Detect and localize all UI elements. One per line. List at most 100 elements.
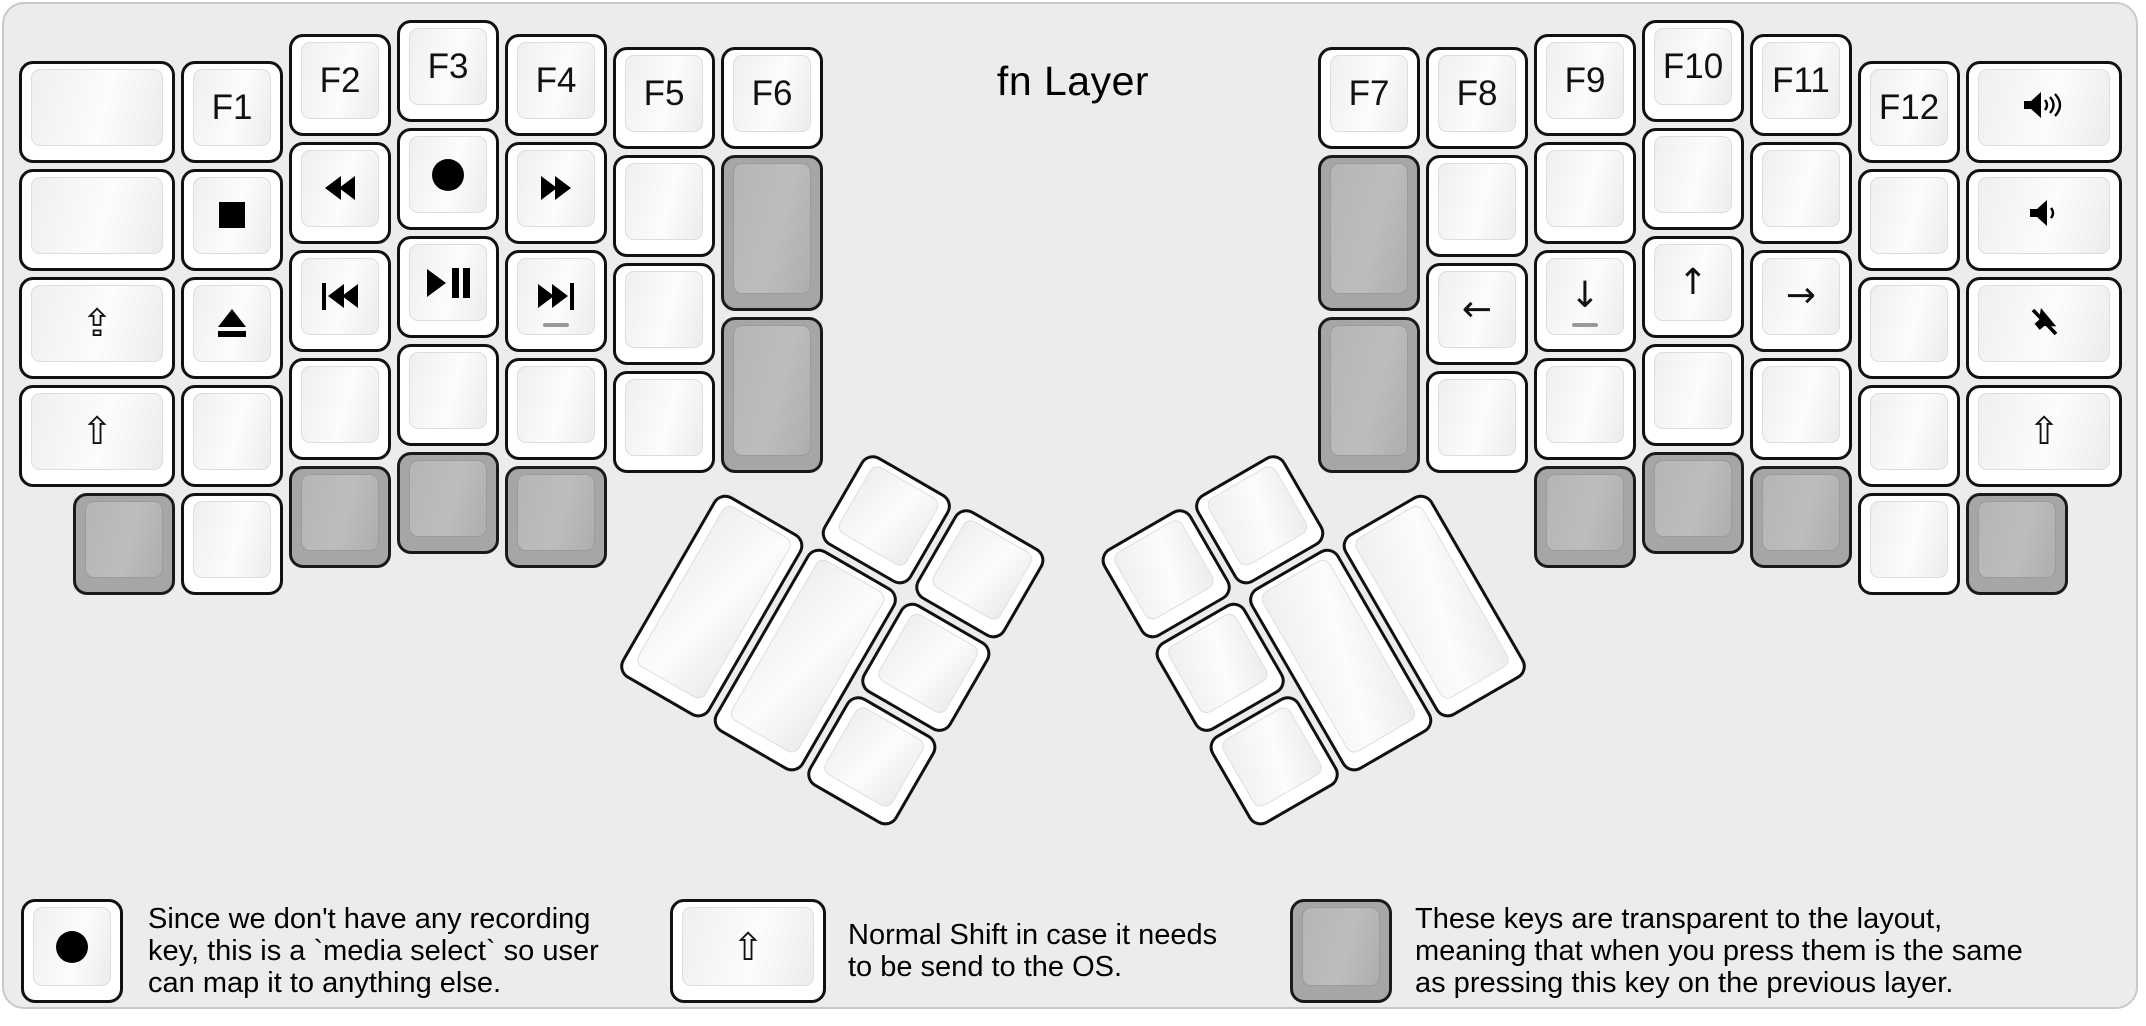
key-transparent[interactable] bbox=[1642, 452, 1744, 554]
keytop bbox=[625, 271, 703, 348]
key-blank[interactable] bbox=[397, 344, 499, 446]
key-f7[interactable]: F7 bbox=[1318, 47, 1420, 149]
keytop: F2 bbox=[301, 41, 379, 119]
key-blank[interactable] bbox=[613, 155, 715, 257]
key-blank[interactable] bbox=[1642, 128, 1744, 230]
key-caps-lock[interactable]: ⇪ bbox=[19, 276, 175, 379]
keytop bbox=[409, 352, 487, 429]
key-f8[interactable]: F8 bbox=[1426, 47, 1528, 149]
key-blank[interactable] bbox=[1750, 141, 1852, 244]
key-transparent[interactable] bbox=[1750, 465, 1852, 568]
keytop bbox=[1978, 500, 2056, 578]
key-blank[interactable] bbox=[1426, 155, 1528, 257]
keytop bbox=[33, 907, 111, 986]
legend-text-line: These keys are transparent to the layout… bbox=[1415, 903, 1943, 935]
key-stop[interactable] bbox=[181, 168, 283, 271]
key-f2[interactable]: F2 bbox=[289, 33, 391, 136]
key-blank[interactable] bbox=[181, 384, 283, 487]
key-transparent[interactable] bbox=[397, 452, 499, 554]
key-blank[interactable] bbox=[1750, 357, 1852, 460]
key-rewind[interactable] bbox=[289, 141, 391, 244]
keytop bbox=[1762, 473, 1840, 551]
key-shift[interactable]: ⇧ bbox=[1966, 384, 2122, 487]
key-transparent[interactable] bbox=[1966, 492, 2068, 595]
key-volume-down[interactable] bbox=[1966, 168, 2122, 271]
legend-text-line: to be send to the OS. bbox=[848, 951, 1123, 983]
keytop bbox=[1978, 284, 2110, 362]
key-blank[interactable] bbox=[1858, 276, 1960, 379]
key-transparent[interactable] bbox=[721, 155, 823, 311]
volume-up-icon bbox=[2021, 89, 2067, 126]
key-f5[interactable]: F5 bbox=[613, 47, 715, 149]
keytop bbox=[1330, 325, 1408, 456]
keytop: F7 bbox=[1330, 55, 1408, 132]
key-f11[interactable]: F11 bbox=[1750, 33, 1852, 136]
shift-icon: ⇧ bbox=[732, 924, 764, 969]
key-prev-track[interactable] bbox=[289, 249, 391, 352]
key-play-pause[interactable] bbox=[397, 236, 499, 338]
front-legend-dash bbox=[543, 322, 569, 327]
keytop bbox=[1438, 163, 1516, 240]
key-transparent[interactable] bbox=[1534, 465, 1636, 568]
key-f9[interactable]: F9 bbox=[1534, 33, 1636, 136]
key-blank[interactable] bbox=[1426, 371, 1528, 473]
key-blank[interactable] bbox=[19, 168, 175, 271]
key-label: F11 bbox=[1772, 60, 1830, 100]
key-volume-up[interactable] bbox=[1966, 60, 2122, 163]
key-f3[interactable]: F3 bbox=[397, 20, 499, 122]
legend-text-line: as pressing this key on the previous lay… bbox=[1415, 967, 1954, 999]
key-transparent[interactable] bbox=[1318, 155, 1420, 311]
key-fast-forward[interactable] bbox=[505, 141, 607, 244]
arrow-right-icon: → bbox=[1785, 275, 1817, 316]
caps-lock-icon: ⇪ bbox=[81, 301, 113, 345]
key-transparent[interactable] bbox=[505, 465, 607, 568]
keytop bbox=[1302, 907, 1380, 986]
key-blank[interactable] bbox=[289, 357, 391, 460]
key-label: F8 bbox=[1456, 74, 1498, 113]
key-arrow-right[interactable]: → bbox=[1750, 249, 1852, 352]
key-transparent[interactable] bbox=[721, 317, 823, 473]
key-arrow-down[interactable]: ↓ bbox=[1534, 249, 1636, 352]
key-arrow-up[interactable]: ↑ bbox=[1642, 236, 1744, 338]
keytop: F10 bbox=[1654, 28, 1732, 105]
legend-key-shift: ⇧ bbox=[670, 899, 826, 1003]
key-transparent[interactable] bbox=[73, 492, 175, 595]
key-eject[interactable] bbox=[181, 276, 283, 379]
keytop: ⇧ bbox=[682, 907, 814, 986]
keytop: ⇪ bbox=[31, 284, 163, 362]
keytop bbox=[733, 325, 811, 456]
key-record[interactable] bbox=[397, 128, 499, 230]
key-f12[interactable]: F12 bbox=[1858, 60, 1960, 163]
key-blank[interactable] bbox=[181, 492, 283, 595]
key-arrow-left[interactable]: ← bbox=[1426, 263, 1528, 365]
legend-text-line: key, this is a `media select` so user bbox=[148, 935, 599, 967]
key-transparent[interactable] bbox=[1318, 317, 1420, 473]
volume-down-icon bbox=[2024, 197, 2064, 234]
key-blank[interactable] bbox=[505, 357, 607, 460]
key-f10[interactable]: F10 bbox=[1642, 20, 1744, 122]
key-shift[interactable]: ⇧ bbox=[19, 384, 175, 487]
keytop: F6 bbox=[733, 55, 811, 132]
key-next-track[interactable] bbox=[505, 249, 607, 352]
key-blank[interactable] bbox=[1642, 344, 1744, 446]
key-blank[interactable] bbox=[613, 371, 715, 473]
key-blank[interactable] bbox=[1534, 357, 1636, 460]
key-volume-mute[interactable] bbox=[1966, 276, 2122, 379]
key-f6[interactable]: F6 bbox=[721, 47, 823, 149]
keytop bbox=[409, 244, 487, 321]
shift-icon: ⇧ bbox=[2028, 409, 2060, 453]
key-blank[interactable] bbox=[1534, 141, 1636, 244]
keytop: → bbox=[1762, 257, 1840, 335]
key-blank[interactable] bbox=[1858, 492, 1960, 595]
keytop bbox=[625, 163, 703, 240]
key-blank[interactable] bbox=[613, 263, 715, 365]
key-blank[interactable] bbox=[1858, 384, 1960, 487]
key-f4[interactable]: F4 bbox=[505, 33, 607, 136]
fast-forward-icon bbox=[541, 176, 571, 200]
key-blank[interactable] bbox=[1858, 168, 1960, 271]
keytop: F12 bbox=[1870, 68, 1948, 146]
key-f1[interactable]: F1 bbox=[181, 60, 283, 163]
keytop bbox=[1978, 176, 2110, 254]
key-blank[interactable] bbox=[19, 60, 175, 163]
key-transparent[interactable] bbox=[289, 465, 391, 568]
